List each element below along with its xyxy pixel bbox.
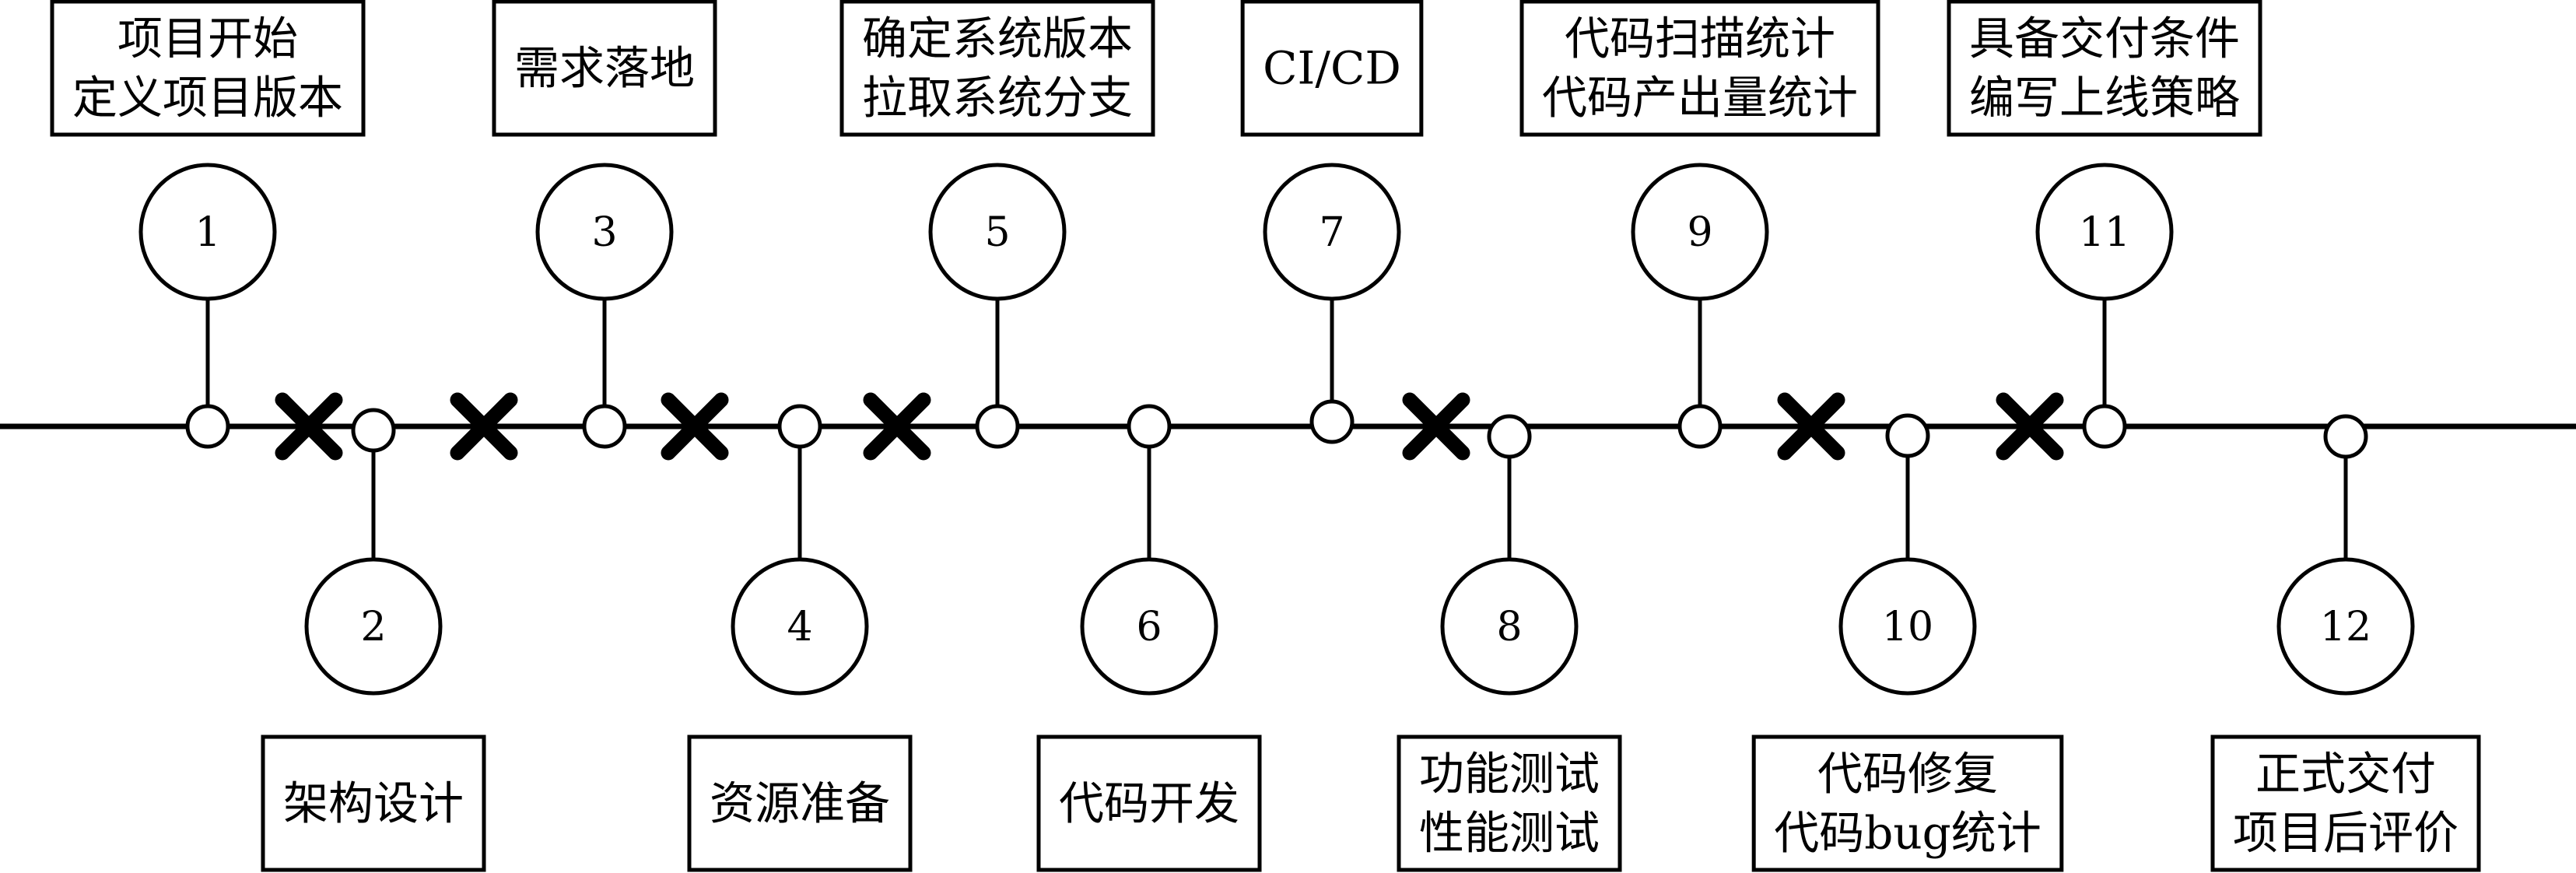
step-number-circle: [1080, 557, 1218, 696]
step-number: 4: [787, 604, 812, 650]
step-number: 11: [2079, 209, 2130, 256]
step-label-line: 需求落地: [514, 42, 695, 95]
step-label-line: 代码修复: [1817, 748, 1998, 801]
step-number-circle: [2276, 557, 2415, 696]
step-number: 6: [1136, 604, 1162, 650]
timeline-node: [2082, 404, 2127, 449]
step-2: 2 架构设计: [261, 408, 486, 872]
x-mark-icon: [1777, 392, 1845, 461]
step-label-line: 代码开发: [1059, 777, 1239, 830]
step-number-circle: [1838, 557, 1977, 696]
step-number: 3: [591, 209, 617, 256]
timeline-node: [1127, 404, 1172, 449]
step-number-circle: [138, 163, 277, 301]
step-label-line: 项目后评价: [2233, 807, 2459, 860]
step-label-line: 资源准备: [710, 777, 890, 830]
step-label-line: 架构设计: [283, 777, 464, 830]
x-mark-icon: [661, 392, 729, 461]
step-label-box: [1036, 735, 1262, 872]
step-label-line: 代码扫描统计: [1565, 12, 1835, 65]
step-label-line: 拉取系统分支: [862, 72, 1133, 124]
step-number-circle: [2035, 163, 2174, 301]
step-label-line: 正式交付: [2255, 748, 2436, 801]
step-label-box: [1519, 0, 1880, 137]
cross-marks: [275, 392, 2064, 461]
step-number: 8: [1496, 604, 1522, 650]
step-label-line: CI/CD: [1263, 42, 1401, 95]
step-number-circle: [1631, 163, 1769, 301]
step-number: 7: [1319, 209, 1344, 256]
step-3: 3 需求落地: [492, 0, 717, 449]
x-mark-icon: [275, 392, 343, 461]
step-label-line: 代码产出量统计: [1542, 72, 1858, 124]
step-6: 6 代码开发: [1036, 404, 1262, 872]
timeline-node: [975, 404, 1020, 449]
step-label-box: [839, 0, 1155, 137]
step-label-line: 代码bug统计: [1774, 807, 2042, 860]
step-number: 5: [984, 209, 1010, 256]
step-label-line: 编写上线策略: [1969, 72, 2240, 124]
step-label-box: [50, 0, 366, 137]
step-number-circle: [1440, 557, 1579, 696]
step-label-line: 定义项目版本: [72, 72, 343, 124]
step-label-line: 确定系统版本: [862, 12, 1133, 65]
timeline-node: [2323, 414, 2368, 459]
x-mark-icon: [450, 392, 518, 461]
step-7: 7 CI/CD: [1240, 0, 1424, 444]
step-number-circle: [535, 163, 674, 301]
timeline-node: [1487, 414, 1532, 459]
timeline-node: [351, 408, 396, 453]
timeline-node: [185, 404, 230, 449]
x-mark-icon: [1402, 392, 1470, 461]
step-label-line: 功能测试: [1419, 748, 1600, 801]
step-number-circle: [731, 557, 869, 696]
step-number: 12: [2320, 604, 2371, 650]
step-number-circle: [1263, 163, 1401, 301]
step-number-circle: [304, 557, 443, 696]
step-number: 9: [1687, 209, 1712, 256]
step-number: 10: [1882, 604, 1933, 650]
step-label-box: [1947, 0, 2262, 137]
step-label-line: 具备交付条件: [1969, 12, 2240, 65]
step-label-box: [1751, 735, 2064, 872]
step-label-line: 项目开始: [117, 12, 298, 65]
timeline-node: [582, 404, 627, 449]
step-number: 2: [360, 604, 386, 650]
timeline-node: [777, 404, 822, 449]
step-label-box: [687, 735, 913, 872]
timeline-node: [1885, 413, 1930, 458]
timeline-node: [1309, 399, 1355, 444]
timeline-node: [1677, 404, 1723, 449]
step-label-box: [492, 0, 717, 137]
step-label-box: [261, 735, 486, 872]
step-label-box: [1240, 0, 1424, 137]
step-label-box: [1397, 735, 1622, 872]
x-mark-icon: [1996, 392, 2064, 461]
step-4: 4 资源准备: [687, 404, 913, 872]
x-mark-icon: [863, 392, 931, 461]
step-number: 1: [195, 209, 220, 256]
step-number-circle: [928, 163, 1067, 301]
step-label-line: 性能测试: [1419, 807, 1600, 860]
step-label-box: [2210, 735, 2481, 872]
